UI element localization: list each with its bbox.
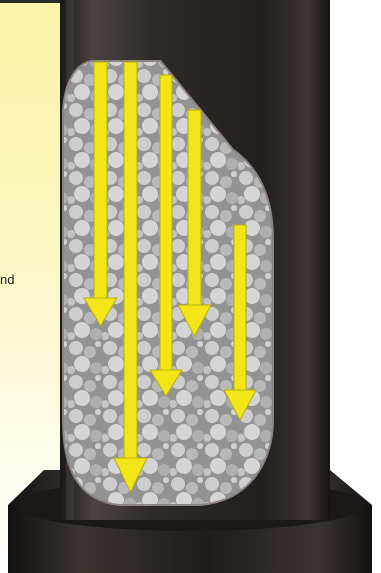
column-illustration: [0, 0, 381, 573]
illustration-stage: nd: [0, 0, 381, 573]
